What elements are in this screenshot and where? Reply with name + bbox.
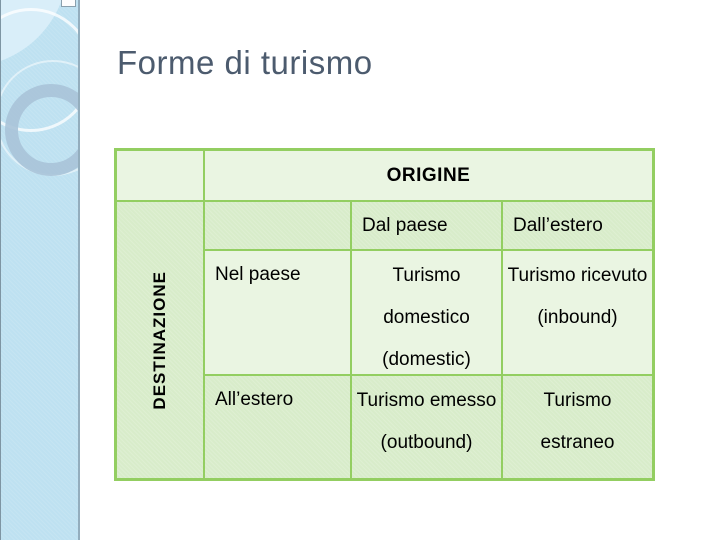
cell-line: (domestic)	[382, 349, 471, 370]
cell-turismo-ricevuto: Turismo ricevuto (inbound)	[503, 251, 652, 374]
cell-line: estraneo	[540, 432, 615, 453]
cell-turismo-estraneo: Turismo estraneo	[503, 376, 652, 478]
cell-dal-paese: Dal paese	[352, 202, 501, 249]
cell-line: Turismo ricevuto	[507, 265, 648, 286]
cell-row2-empty	[205, 202, 350, 249]
cell-destinazione-header: DESTINAZIONE	[117, 202, 203, 478]
cell-line: Turismo emesso	[356, 390, 497, 411]
cell-nel-paese: Nel paese	[205, 251, 350, 374]
sidebar-decoration	[0, 0, 80, 540]
cell-turismo-emesso: Turismo emesso (outbound)	[352, 376, 501, 478]
cell-line: Turismo	[392, 265, 461, 286]
cell-line: (inbound)	[537, 307, 618, 328]
cell-dall-estero: Dall’estero	[503, 202, 652, 249]
cell-origine-header: ORIGINE	[205, 151, 652, 200]
cell-line: (outbound)	[380, 432, 473, 453]
cell-line: Turismo	[543, 390, 612, 411]
cell-all-estero: All’estero	[205, 376, 350, 478]
cell-turismo-domestico: Turismo domestico (domestic)	[352, 251, 501, 374]
cell-top-left-empty	[117, 151, 203, 200]
tourism-matrix-table: ORIGINE DESTINAZIONE Dal paese Dall’este…	[114, 148, 655, 481]
slide-title: Forme di turismo	[117, 44, 373, 81]
top-notch-shape	[61, 0, 76, 7]
cell-line: domestico	[383, 307, 470, 328]
destinazione-vertical-label: DESTINAZIONE	[150, 270, 169, 410]
